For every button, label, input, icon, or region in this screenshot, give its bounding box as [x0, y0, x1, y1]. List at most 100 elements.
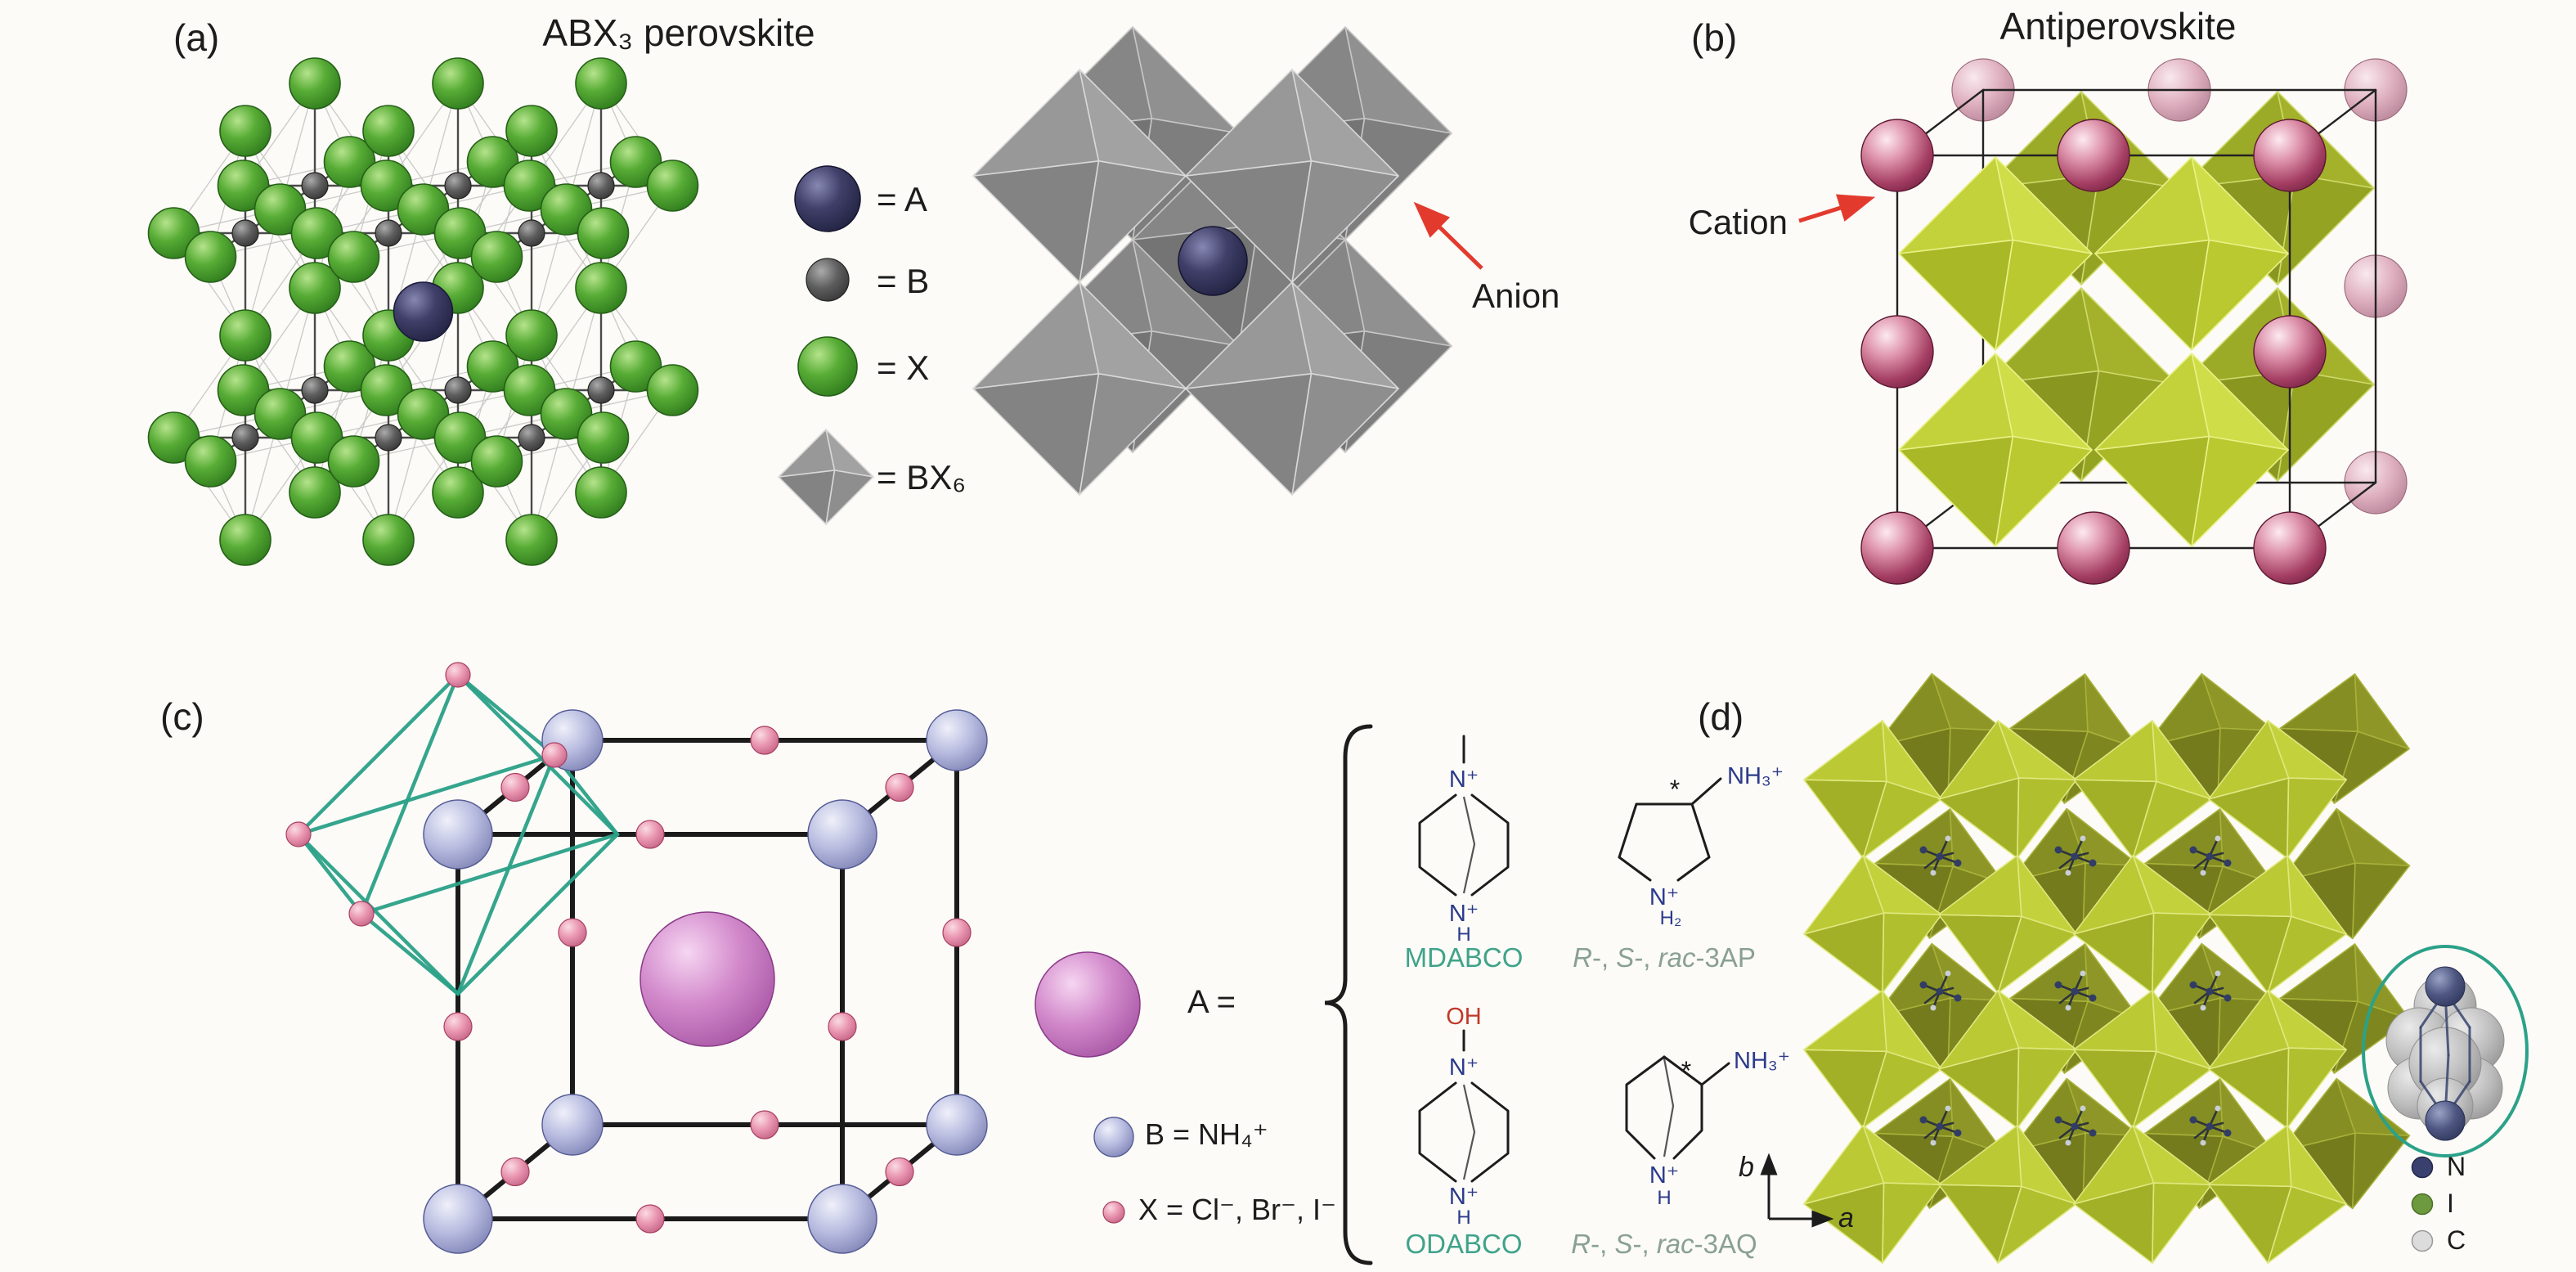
n-atom [2224, 994, 2232, 1002]
cation-sphere [1860, 119, 1934, 192]
c-atom [1930, 1139, 1936, 1146]
c-atom [2215, 835, 2221, 842]
c-atom [2200, 870, 2206, 876]
x-anion-sphere [505, 514, 558, 566]
x-anion-sphere [323, 340, 376, 393]
x-anion-sphere [503, 160, 556, 212]
x-anion-sphere [290, 207, 343, 259]
molecule-label-odabco: ODABCO [1405, 1229, 1523, 1259]
x-anion-sphere [575, 57, 627, 110]
panel-d-label: (d) [1698, 695, 1744, 738]
halide-sphere [443, 1012, 473, 1041]
halide-sphere [500, 772, 530, 802]
x-anion-sphere [397, 388, 450, 440]
x-anion-sphere [147, 207, 200, 259]
x-anion-sphere [432, 57, 484, 110]
halide-sphere [750, 1110, 779, 1139]
octahedron-front [2208, 990, 2347, 1129]
mdabco-bottom-nitrogen: N⁺ [1449, 901, 1479, 927]
anion-octahedron [2094, 353, 2289, 547]
panel-b-label: (b) [1691, 16, 1738, 59]
x-anion-sphere [575, 466, 627, 519]
octahedron-front [2208, 1125, 2347, 1264]
hybrid-perovskite-octahedra-network [1803, 672, 2411, 1264]
cation-arrow [1798, 194, 1876, 223]
n-atom [1936, 1122, 1944, 1130]
legend-a-label: = A [877, 180, 927, 218]
x-anion-sphere [540, 388, 593, 440]
n-atom [2089, 1129, 2097, 1137]
x-anion-sphere [609, 136, 662, 188]
n-atom [2071, 852, 2079, 861]
molecule-label-3aq: R-, S-, rac-3AQ [1571, 1229, 1757, 1259]
octahedron-front [972, 69, 1187, 283]
odabco-nh: H [1456, 1207, 1470, 1229]
x-anion-sphere [254, 183, 307, 236]
x-anion-sphere [327, 435, 380, 488]
legend-n-label: N [2447, 1152, 2466, 1181]
ammonium-sphere [423, 1184, 493, 1254]
legend-x-halide-sphere [1102, 1201, 1125, 1224]
x-anion-sphere [219, 105, 272, 157]
n-atom [1954, 994, 1962, 1002]
n-atom [2189, 1116, 2197, 1124]
mdabco-nh: H [1456, 924, 1470, 946]
n-atom [2089, 994, 2097, 1002]
x-anion-sphere [219, 514, 272, 566]
octahedron-front [1938, 720, 2077, 859]
octahedron-front [2208, 720, 2347, 859]
x-anion-sphere [254, 388, 307, 440]
c-atom [1945, 1105, 1951, 1112]
n-atom [1936, 987, 1944, 996]
c-atom [2080, 835, 2086, 842]
cation-sphere [2057, 511, 2130, 585]
mdabco-top-nitrogen: N⁺ [1449, 766, 1479, 793]
octahedron-front [1803, 855, 1942, 994]
x-anion-sphere [217, 364, 270, 416]
n-atom [2054, 981, 2062, 989]
n-atom [2189, 981, 2197, 989]
guest-molecule [2189, 1105, 2232, 1146]
halide-sphere [500, 1157, 530, 1187]
x-anion-sphere [646, 160, 699, 212]
c-atom [2080, 1105, 2086, 1112]
n-atom [2054, 846, 2062, 854]
3aq-nh: H [1657, 1187, 1671, 1209]
halide-sphere [942, 918, 972, 947]
halide-sphere [285, 821, 312, 847]
panel-c-legend-spheres [1034, 951, 1141, 1224]
x-anion-sphere [646, 364, 699, 416]
n-atom [2071, 987, 2079, 996]
a-cation-sphere [1178, 226, 1248, 296]
c-atom [1945, 835, 1951, 842]
x-anion-sphere [289, 466, 341, 519]
3ap-ring-nitrogen: N⁺ [1649, 884, 1679, 910]
halide-sphere [445, 662, 471, 688]
halide-sphere [635, 1204, 665, 1234]
odabco-top-nitrogen: N⁺ [1449, 1054, 1479, 1081]
panel-b-title: Antiperovskite [1999, 5, 2237, 47]
x-anion-sphere [466, 136, 519, 188]
b-cation-sphere [518, 424, 545, 452]
x-anion-sphere [362, 105, 415, 157]
legend-b-sphere [806, 258, 850, 302]
guest-molecule [2189, 835, 2232, 876]
anion-octahedron [1898, 353, 2093, 547]
n-atom [1936, 852, 1944, 861]
n-atom [2189, 846, 2197, 854]
panel-a-label: (a) [173, 16, 220, 59]
c-atom [1930, 870, 1936, 876]
c-atom [2215, 970, 2221, 977]
anion-label: Anion [1472, 276, 1560, 315]
perovskite-ball-stick-model [147, 57, 699, 566]
x-anion-sphere [505, 309, 558, 362]
molecule-label-3ap: R-, S-, rac-3AP [1573, 942, 1756, 973]
halide-sphere [541, 742, 568, 768]
halide-sphere [885, 1157, 914, 1187]
stereocenter-mark: * [1670, 775, 1680, 804]
b-cation-sphere [444, 172, 472, 200]
a-cation-sphere-large [640, 911, 775, 1047]
legend-a-sphere-large [1034, 951, 1141, 1058]
